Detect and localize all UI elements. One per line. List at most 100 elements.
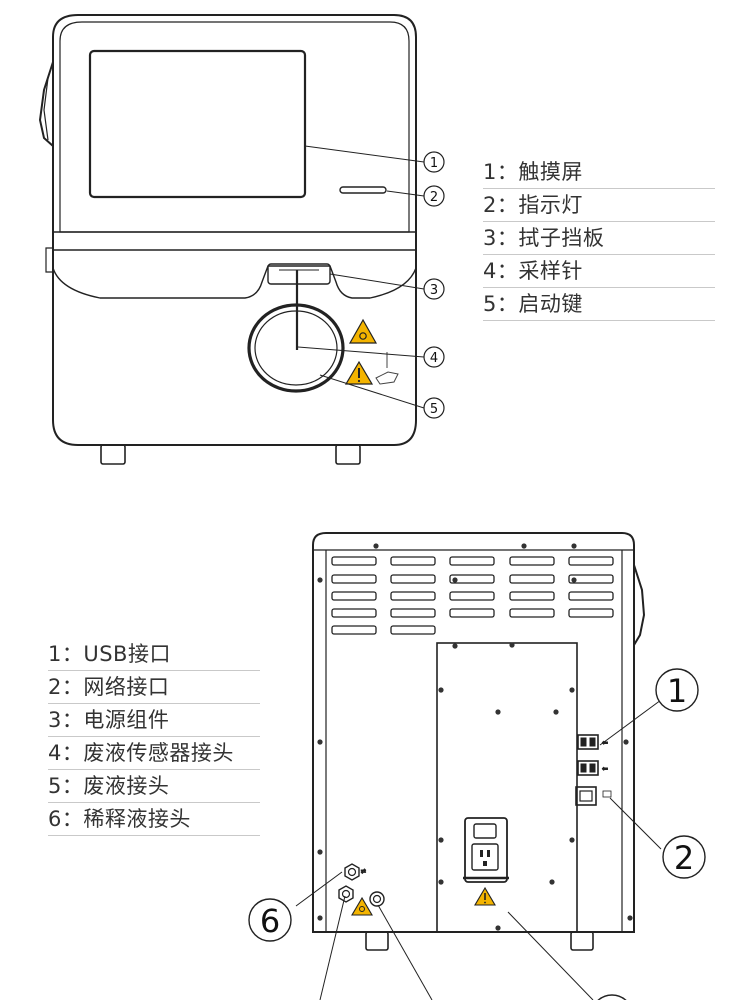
power-module (464, 817, 508, 883)
screw (509, 642, 515, 648)
vent-slot (449, 556, 495, 566)
vent-slot (390, 591, 436, 601)
screw (495, 925, 501, 931)
screw (569, 687, 575, 693)
screw (521, 543, 527, 549)
screw (438, 687, 444, 693)
vent-slot (568, 608, 614, 618)
vent-slot (331, 574, 377, 584)
screws (317, 543, 633, 931)
back-leader-lines (295, 699, 662, 1000)
screw (317, 577, 323, 583)
svg-text:4: 4 (430, 351, 438, 366)
screw (549, 879, 555, 885)
svg-text:5: 5 (430, 402, 438, 417)
swab-baffle (267, 263, 331, 285)
touch-screen (88, 49, 307, 199)
screw (569, 837, 575, 843)
front-callout-1: 1 (423, 151, 445, 173)
legend-item-swab-baffle: 3：拭子挡板 (483, 222, 715, 255)
front-callout-5: 5 (423, 397, 445, 419)
back-legend: 1：USB接口 2：网络接口 3：电源组件 4：废液传感器接头 5：废液接头 6… (48, 638, 260, 836)
vent-slot (568, 591, 614, 601)
svg-text:1: 1 (430, 156, 438, 171)
svg-text:3: 3 (430, 283, 438, 298)
legend-item-power-module: 3：电源组件 (48, 704, 260, 737)
vent-slot (568, 574, 614, 584)
vent-slot (509, 608, 555, 618)
legend-item-start-key: 5：启动键 (483, 288, 715, 321)
vent-slot (509, 591, 555, 601)
vent-slot (390, 625, 436, 635)
back-biohazard-icon (351, 896, 373, 916)
vent-slot (331, 591, 377, 601)
legend-item-diluent-connector: 6：稀释液接头 (48, 803, 260, 836)
legend-item-indicator-light: 2：指示灯 (483, 189, 715, 222)
usb-ports: ⇐ ⇐ (577, 734, 609, 776)
screw (452, 577, 458, 583)
screw (317, 739, 323, 745)
front-legend: 1：触摸屏 2：指示灯 3：拭子挡板 4：采样针 5：启动键 (483, 156, 715, 321)
screw (438, 837, 444, 843)
power-socket (480, 850, 490, 866)
legend-item-waste-sensor: 4：废液传感器接头 (48, 737, 260, 770)
waste-sensor-connector (338, 885, 354, 903)
fluid-connectors: ⇄ (338, 863, 385, 907)
screw (553, 709, 559, 715)
screw (571, 577, 577, 583)
legend-item-touch-screen: 1：触摸屏 (483, 156, 715, 189)
legend-item-waste-connector: 5：废液接头 (48, 770, 260, 803)
svg-text:1: 1 (667, 672, 687, 710)
waste-connector (369, 891, 385, 907)
vent-slot (390, 556, 436, 566)
vent-slot (390, 574, 436, 584)
svg-text:⇐: ⇐ (602, 739, 608, 747)
screw (317, 915, 323, 921)
biohazard-icon (348, 318, 378, 344)
screw (495, 709, 501, 715)
svg-text:6: 6 (260, 902, 280, 940)
vent-slot (331, 556, 377, 566)
screw (438, 879, 444, 885)
network-port (575, 786, 612, 806)
indicator-light (339, 186, 387, 194)
front-callout-4: 4 (423, 346, 445, 368)
front-callout-3: 3 (423, 278, 445, 300)
legend-item-sampling-needle: 4：采样针 (483, 255, 715, 288)
front-leader-lines (297, 145, 425, 409)
legend-item-usb-port: 1：USB接口 (48, 638, 260, 671)
back-callouts: 1 2 6 (248, 668, 706, 1000)
screw (627, 915, 633, 921)
diluent-connector (344, 863, 360, 881)
caution-icon (344, 360, 374, 385)
screw (317, 849, 323, 855)
vent-slot (449, 574, 495, 584)
vent-slot (509, 574, 555, 584)
vent-slots (331, 556, 614, 635)
front-callouts: 1 2 3 4 5 (423, 151, 445, 419)
vent-slot (449, 591, 495, 601)
needle-hand-icon (375, 352, 399, 385)
vent-slot (449, 608, 495, 618)
screw (623, 739, 629, 745)
screw (373, 543, 379, 549)
vent-slot (509, 556, 555, 566)
back-callout-3-partial (597, 994, 627, 1000)
legend-item-network-port: 2：网络接口 (48, 671, 260, 704)
back-callout-6: 6 (248, 898, 292, 942)
back-callout-2: 2 (662, 835, 706, 879)
back-caution-icon (474, 886, 496, 906)
vent-slot (568, 556, 614, 566)
vent-slot (331, 625, 377, 635)
svg-text:2: 2 (430, 190, 438, 205)
front-view-device (38, 14, 417, 465)
svg-text:⇐: ⇐ (602, 765, 608, 773)
start-key (247, 303, 345, 393)
screw (452, 643, 458, 649)
vent-slot (390, 608, 436, 618)
svg-text:⇄: ⇄ (361, 868, 366, 875)
vent-slot (331, 608, 377, 618)
front-callout-2: 2 (423, 185, 445, 207)
back-callout-1: 1 (655, 668, 699, 712)
